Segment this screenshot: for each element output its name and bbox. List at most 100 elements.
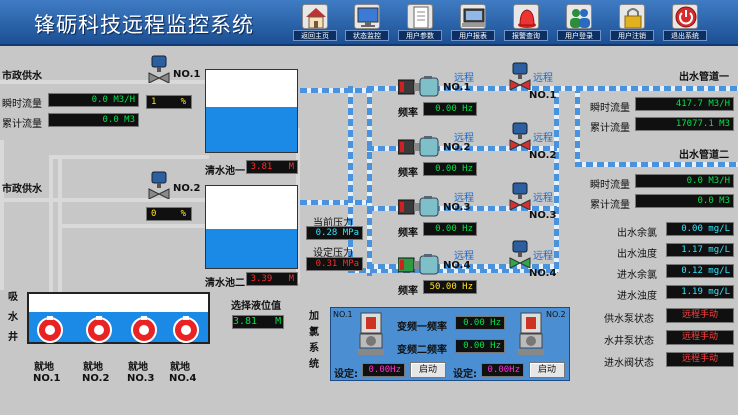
quality-display: 0.12 mg/L [666,264,734,278]
power-icon [672,4,698,29]
alarm-icon [513,4,539,29]
well-pump-1[interactable] [36,316,64,344]
well-pump-name: NO.3 [127,373,155,384]
valve-1-opening-value: 1 [151,97,157,107]
set-label-2: 设定: [453,369,477,380]
nav-button-label: 用户参数 [398,30,442,41]
pump-remote-indicator: 远程 [454,73,474,84]
flow-label-1: 瞬时流量 [2,99,42,110]
pump-freq-display: 50.00 Hz [423,280,477,294]
nav-button-2[interactable]: 状态监控 [345,3,389,43]
supply-pump-3[interactable] [397,196,440,218]
inlet-valve-1-name: NO.1 [173,69,201,80]
well-pump-icon [173,316,199,343]
outlet-valve-2[interactable] [509,122,531,151]
pump-motor-icon [397,136,439,157]
select-level-display[interactable]: 3.81 M [232,315,284,329]
tank-1-level-value: 3.81 [250,162,273,172]
outlet-2-total-display: 0.0 M3 [635,194,734,208]
state-display: 远程手动 [666,308,734,323]
nav-button-7[interactable]: 用户注销 [610,3,654,43]
outlet-2-flow-label: 瞬时流量 [590,180,630,191]
well-pump-3[interactable] [130,316,158,344]
dosing-pump-icon [518,312,544,355]
current-pressure-display: 0.28 MPa [306,226,363,240]
chlor-dosing-pump-1[interactable] [358,312,384,356]
nav-button-4[interactable]: 用户报表 [451,3,495,43]
nav-button-6[interactable]: 用户登录 [557,3,601,43]
quality-label: 进水浊度 [617,291,657,302]
valve-remote-indicator: 远程 [533,251,553,262]
start-button-2[interactable]: 启动 [529,362,565,378]
vfd2-freq-display: 0.00 Hz [455,339,505,353]
pump-motor-icon [397,196,439,217]
valve-2-opening-value: 0 [151,209,157,219]
valve-remote-indicator: 远程 [533,73,553,84]
inlet-valve-2-name: NO.2 [173,183,201,194]
nav-button-5[interactable]: 报警查询 [504,3,548,43]
set-pressure-display[interactable]: 0.31 MPa [306,257,363,271]
well-pump-mode: 就地 [170,362,190,373]
outlet-valve-4[interactable] [509,240,531,269]
outlet-valve-name: NO.3 [529,210,557,221]
pump-remote-indicator: 远程 [454,251,474,262]
nav-button-8[interactable]: 退出系统 [663,3,707,43]
nav-button-3[interactable]: 用户参数 [398,3,442,43]
set-freq-input-1[interactable]: 0.00Hz [362,363,405,377]
inlet-valve-2[interactable] [148,171,170,200]
inlet-valve-1[interactable] [148,55,170,84]
pump-freq-label: 频率 [398,286,418,297]
pump-freq-label: 频率 [398,168,418,179]
select-level-value: 3.81 [233,316,258,327]
outlet-2-total-label: 累计流量 [590,200,630,211]
well-pump-mode: 就地 [128,362,148,373]
pump-name: NO.4 [443,260,471,271]
supply-pump-4[interactable] [397,254,440,276]
valve-2-opening-display: 0% [146,207,192,221]
vfd1-freq-label: 变频一频率 [397,322,447,333]
clear-water-tank-1 [205,69,298,153]
chlor-dosing-2-label: NO.2 [546,310,566,319]
set-freq-input-2[interactable]: 0.00Hz [481,363,524,377]
nav-button-label: 用户登录 [557,30,601,41]
outlet-line-2-label: 出水管道二 [679,150,729,161]
nav-button-label: 用户报表 [451,30,495,41]
well-pump-mode: 就地 [83,362,103,373]
state-label: 供水泵状态 [604,314,654,325]
pump-freq-label: 频率 [398,228,418,239]
clear-water-tank-2 [205,185,298,269]
valve-icon [148,171,170,200]
well-pump-4[interactable] [172,316,200,344]
outlet-2-flow-display: 0.0 M3/H [635,174,734,188]
users-icon [566,4,592,29]
chlor-dosing-1-label: NO.1 [333,310,353,319]
pump-name: NO.2 [443,142,471,153]
home-icon [302,4,328,29]
quality-display: 1.19 mg/L [666,285,734,299]
well-pump-icon [131,316,157,343]
well-pump-2[interactable] [85,316,113,344]
outlet-valve-3[interactable] [509,182,531,211]
pump-motor-icon [397,76,439,97]
nav-button-label: 报警查询 [504,30,548,41]
current-pressure-label: 当前压力 [313,218,353,229]
tank-1-level-display: 3.81 M [246,160,298,174]
pct-unit: % [180,209,186,219]
nav-button-1[interactable]: 返回主页 [293,3,337,43]
outlet-valve-1[interactable] [509,62,531,91]
supply-label-2: 市政供水 [2,184,42,195]
tank-2-water-level [206,228,297,268]
outlet-1-total-label: 累计流量 [590,123,630,134]
chlor-dosing-pump-2[interactable] [518,312,544,356]
state-display: 远程手动 [666,330,734,345]
total-label-1: 累计流量 [2,119,42,130]
well-pump-name: NO.2 [82,373,110,384]
vfd2-freq-label: 变频二频率 [397,345,447,356]
supply-pump-1[interactable] [397,76,440,98]
start-button-1[interactable]: 启动 [410,362,446,378]
select-level-unit: M [275,316,282,327]
well-pump-icon [37,316,63,343]
supply-pump-2[interactable] [397,136,440,158]
state-display: 远程手动 [666,352,734,367]
pump-name: NO.1 [443,82,471,93]
